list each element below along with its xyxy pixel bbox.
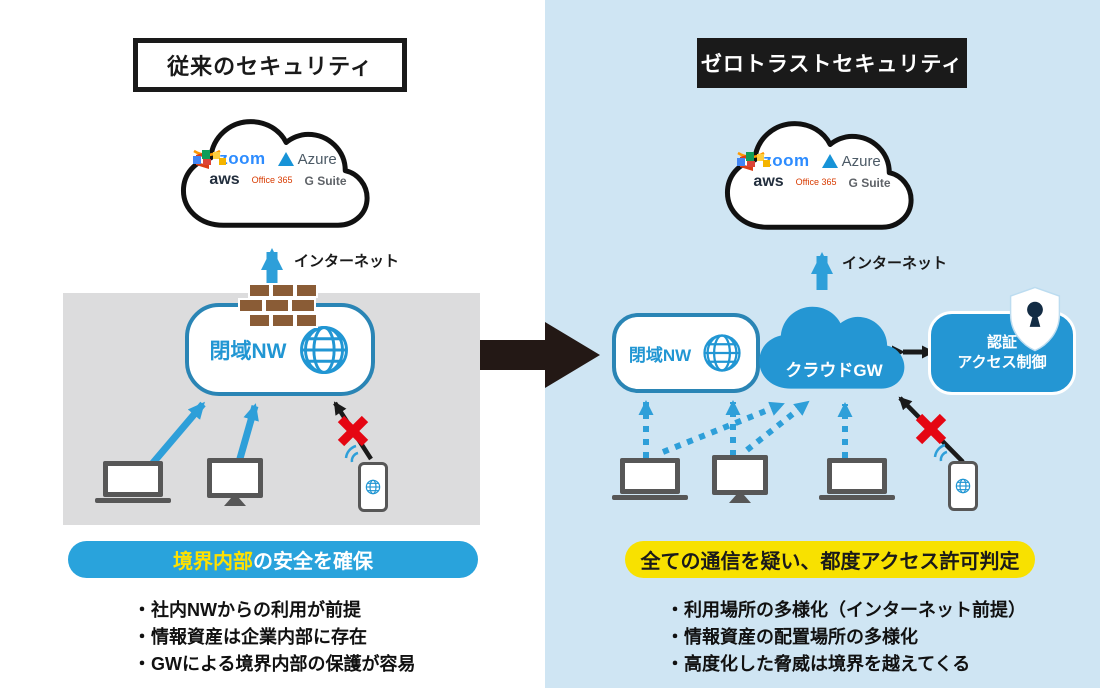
azure-triangle-icon [277, 152, 294, 166]
cloud-outline [724, 121, 914, 230]
left-closed-network-box: 閉域NW [185, 303, 375, 396]
auth-access-control-box: 認証 アクセス制御 [928, 311, 1076, 395]
bullet-item: ・情報資産の配置場所の多様化 [666, 627, 918, 647]
right-saas-cloud: zoom Azure aws Office 365 [722, 107, 922, 242]
bullet-item: ・情報資産は企業内部に存在 [133, 627, 367, 647]
globe-icon [955, 478, 971, 494]
closed-nw-label: 閉域NW [628, 345, 692, 365]
auth-label-line1: 認証 [986, 333, 1017, 351]
right-closed-network-box: 閉域NW [612, 313, 760, 393]
left-smartphone-icon [358, 462, 388, 512]
azure-logo: Azure [277, 151, 337, 168]
banner-rest-text: の安全を確保 [253, 551, 373, 573]
closed-nw-label: 閉域NW [209, 339, 287, 363]
left-bullet-list: ・社内NWからの利用が前提 ・情報資産は企業内部に存在 ・GWによる境界内部の保… [133, 597, 415, 678]
gsuite-icons [193, 150, 226, 165]
right-bullet-list: ・利用場所の多様化（インターネット前提） ・情報資産の配置場所の多様化 ・高度化… [666, 597, 1026, 678]
left-summary-banner: 境界内部の安全を確保 [68, 541, 478, 578]
azure-triangle-icon [821, 154, 838, 168]
bullet-item: ・社内NWからの利用が前提 [133, 600, 361, 620]
left-internet-label: インターネット [294, 253, 400, 270]
gsuite-logo: G Suite [193, 150, 347, 187]
cloud-gateway: クラウドGW [755, 288, 913, 406]
cloud-outline [180, 119, 370, 228]
left-saas-cloud: zoom Azure aws Office 365 [178, 105, 378, 240]
bullet-item: ・高度化した脅威は境界を越えてくる [666, 654, 971, 674]
gsuite-icons [737, 152, 770, 167]
azure-logo: Azure [821, 153, 881, 170]
bullet-item: ・利用場所の多様化（インターネット前提） [666, 600, 1026, 620]
right-laptop-icon-1 [612, 458, 688, 500]
bullet-item: ・GWによる境界内部の保護が容易 [133, 654, 416, 674]
globe-icon [365, 479, 381, 495]
banner-highlight-text: 境界内部 [173, 551, 253, 573]
right-smartphone-icon [948, 461, 978, 511]
zoom-logo: zoom [219, 149, 266, 168]
right-laptop-icon-2 [819, 458, 895, 500]
right-desktop-icon [712, 455, 768, 503]
cloud-gw-label: クラウドGW [785, 361, 883, 381]
globe-icon [703, 334, 741, 372]
left-desktop-icon [207, 458, 263, 506]
zoom-logo: zoom [763, 151, 810, 170]
shield-lock-icon [1009, 286, 1061, 352]
globe-icon [299, 325, 348, 374]
right-panel-title: ゼロトラストセキュリティ [697, 38, 967, 88]
left-panel-title: 従来のセキュリティ [133, 38, 407, 92]
left-laptop-icon [95, 461, 171, 503]
right-internet-label: インターネット [842, 255, 948, 272]
right-summary-banner: 全ての通信を疑い、都度アクセス許可判定 [625, 541, 1035, 578]
gsuite-logo: G Suite [737, 152, 891, 189]
auth-label-line2: アクセス制御 [957, 354, 1047, 371]
firewall-brick-wall [238, 283, 318, 328]
